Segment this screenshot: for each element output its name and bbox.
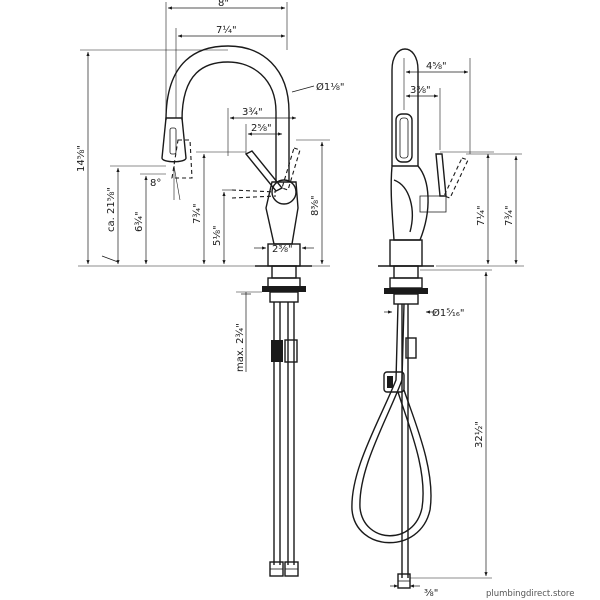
label-spout-diameter: Ø1⅛" [316,81,345,93]
label-spray-angle: 8° [150,178,161,189]
spray-head [161,117,187,163]
label-side-depth-outer: 4⅝" [426,61,447,72]
side-dimensions [384,58,524,588]
dimension-labels: 8" 7¼" Ø1⅛" 3¾" 2⅝" 8° 14⅝" ca. 21⅝" 6¾"… [76,0,574,599]
front-view [161,45,312,577]
front-dimensions [78,2,330,372]
label-total-height: 14⅝" [76,145,87,172]
side-body [390,165,429,241]
label-overall-width: 8" [218,0,229,9]
label-shank-diameter: Ø1⁵⁄₁₆" [432,307,465,319]
label-handle-base-height: 5⅛" [212,225,223,246]
spout-gooseneck [165,45,290,182]
label-side-handle-height: 7¼" [475,205,487,226]
label-hose-length: 32½" [473,421,485,448]
side-spout [391,48,419,166]
label-max-deck: max. 2¾" [235,323,246,372]
label-supply-spacing: ⅜" [424,588,438,599]
label-body-height: 8⅜" [310,195,321,216]
label-spout-tip-height: 6¾" [134,211,145,232]
side-view [351,48,469,589]
label-handle-reach: 3¾" [242,107,263,118]
label-spout-reach: 7¼" [216,24,237,36]
pull-out-hose-loop [351,303,432,544]
handle-lever [244,150,284,192]
label-spray-clearance: ca. 21⅝" [106,187,117,232]
label-side-handle-top: 7¾" [504,205,515,226]
label-handle-reach-inner: 2⅝" [251,123,272,134]
label-handle-top-height: 7¾" [192,203,203,224]
label-base-diameter: 2⅜" [272,244,293,255]
label-side-depth-inner: 3⅜" [410,85,431,96]
watermark: plumbingdirect.store [486,589,574,599]
